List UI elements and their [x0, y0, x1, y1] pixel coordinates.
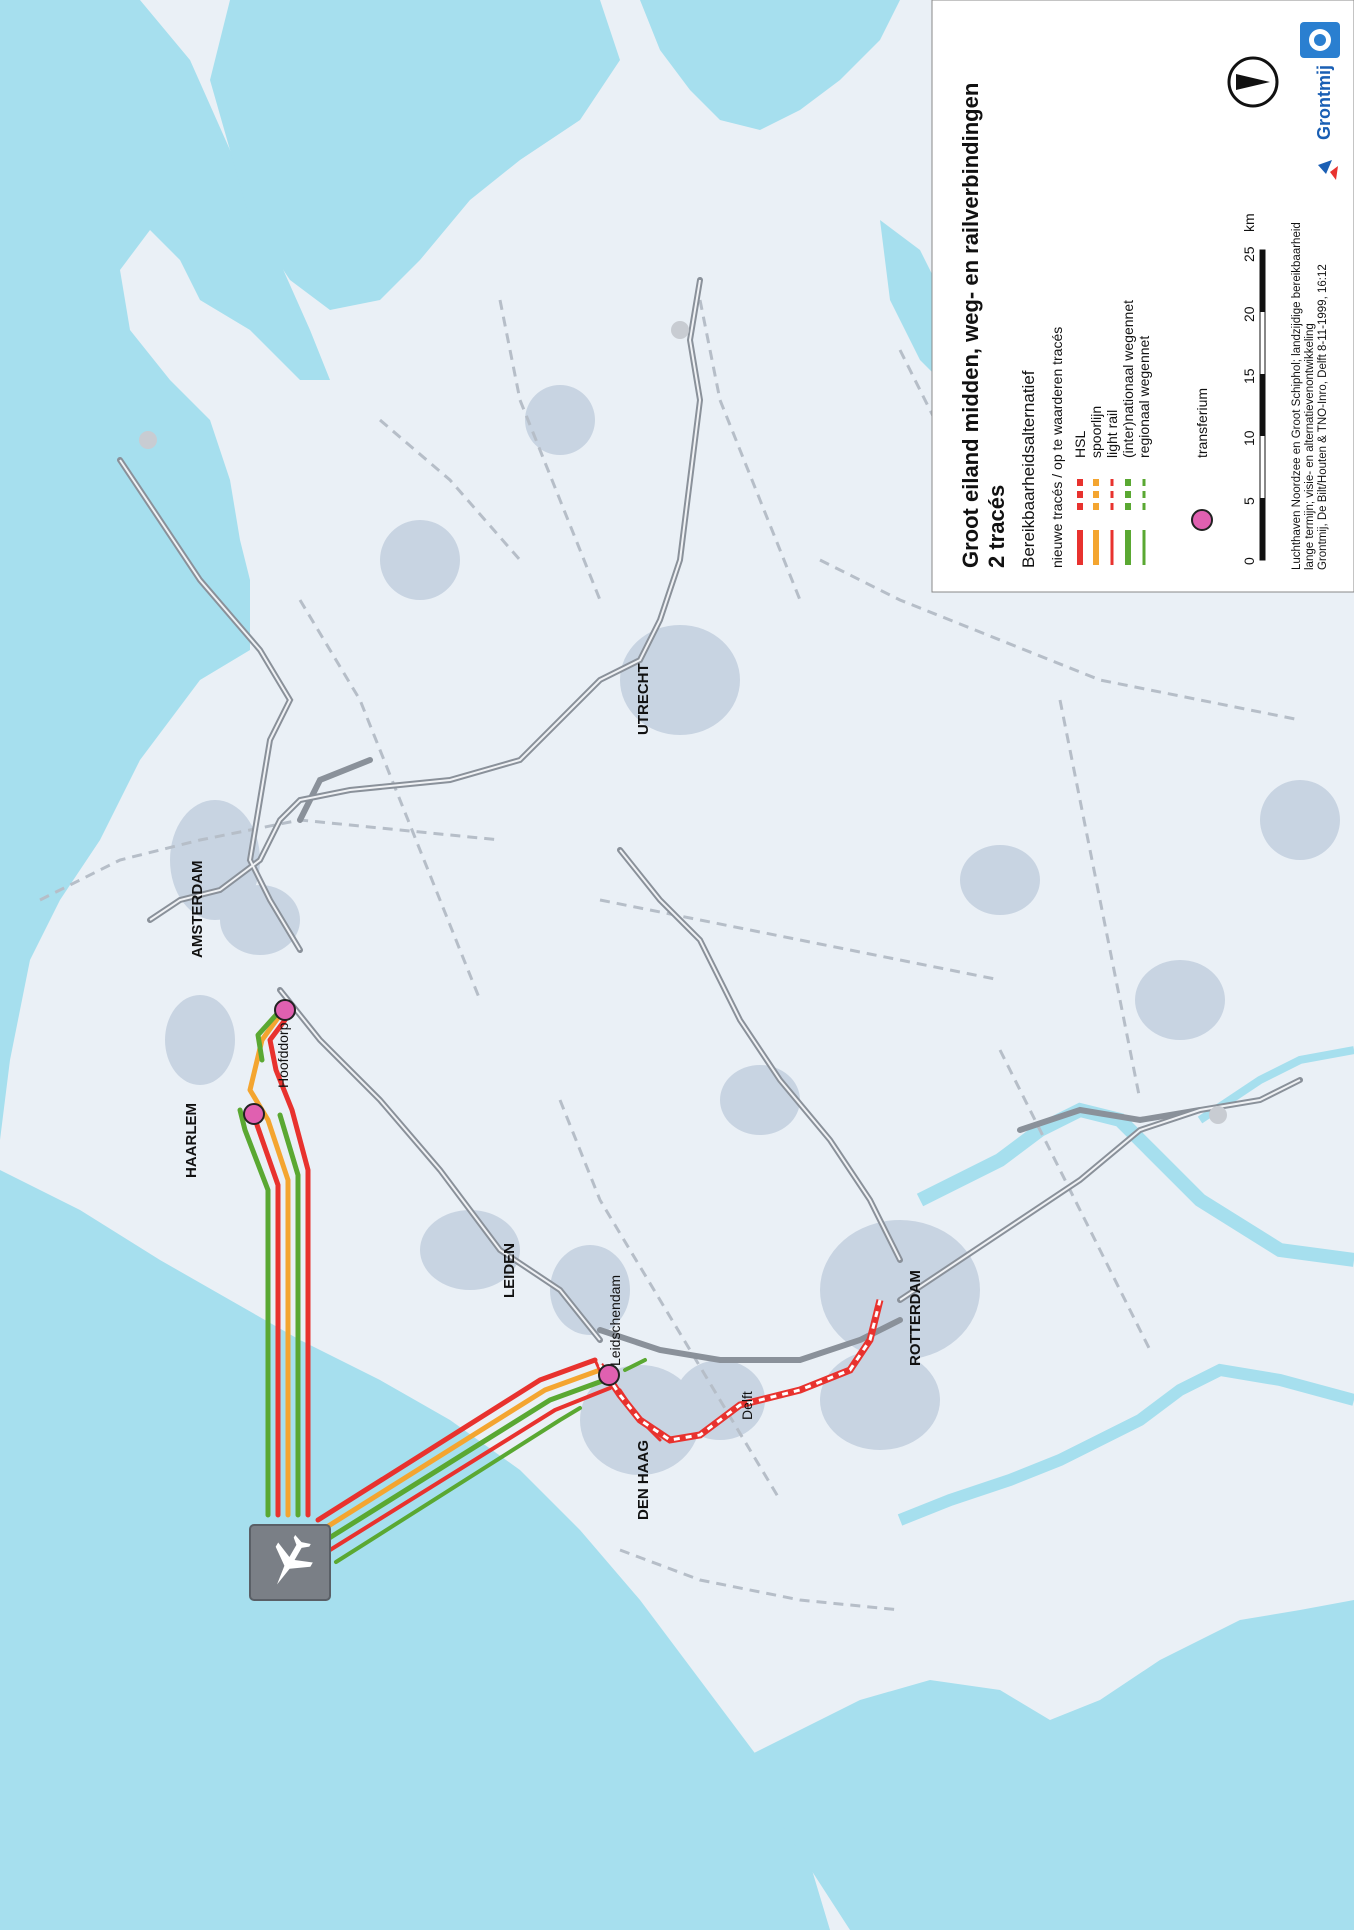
north-sea — [0, 1170, 830, 1930]
city-label-amsterdam: AMSTERDAM — [189, 861, 206, 959]
legend-title: Groot eiland midden, weg- en railverbind… — [958, 83, 983, 568]
node-east — [1209, 1106, 1227, 1124]
city-label-rotterdam: ROTTERDAM — [907, 1270, 924, 1366]
city-label-utrecht: UTRECHT — [635, 663, 652, 735]
lake-north — [640, 0, 900, 130]
node-utrecht-north — [671, 321, 689, 339]
brand-grontmij: Grontmij — [1314, 65, 1334, 140]
legend-swatches — [1077, 475, 1146, 565]
legend-alternative: Bereikbaarheidsalternatief — [1019, 370, 1038, 568]
city-label-den-haag: DEN HAAG — [635, 1440, 652, 1520]
node-north — [139, 431, 157, 449]
airport-island — [249, 1524, 331, 1601]
transferium-haarlem — [243, 1103, 265, 1125]
river-maas — [897, 1363, 1354, 1526]
scale-tick-0: 0 — [1241, 557, 1257, 565]
scale-unit: km — [1241, 213, 1257, 232]
legend-item-light-rail: light rail — [1104, 410, 1120, 458]
hsl-route-dash — [598, 1299, 882, 1442]
place-label-leidschendam: Leidschendam — [607, 1275, 623, 1366]
scale-tick-25: 25 — [1241, 246, 1257, 262]
legend-column-header: nieuwe tracés / op te waarderen tracés — [1049, 327, 1065, 568]
legend-subtitle: 2 tracés — [984, 485, 1009, 568]
scale-bar — [1259, 249, 1266, 561]
tno-logo-icon — [1300, 22, 1340, 58]
north-arrow-icon — [1227, 56, 1279, 108]
airplane-icon — [275, 1534, 313, 1585]
scale-tick-20: 20 — [1241, 306, 1257, 322]
legend-item-regional-roads: regionaal wegennet — [1136, 336, 1152, 458]
scale-tick-5: 5 — [1241, 497, 1257, 505]
scale-tick-10: 10 — [1241, 430, 1257, 446]
grontmij-logo-mark — [1318, 160, 1332, 174]
legend-transferium-icon — [1191, 509, 1213, 531]
grontmij-logo-mark-red — [1330, 166, 1338, 180]
legend-panel: Groot eiland midden, weg- en railverbind… — [931, 0, 1354, 593]
place-label-delft: Delft — [739, 1391, 755, 1420]
urban-areas — [165, 385, 1340, 1475]
city-label-haarlem: HAARLEM — [183, 1103, 200, 1178]
credit-line-1: Luchthaven Noordzee en Groot Schiphol; l… — [1291, 222, 1303, 570]
legend-item-spoorlijn: spoorlijn — [1088, 406, 1104, 458]
credit-line-2: lange termijn; visie- en alternatievenon… — [1304, 323, 1316, 570]
national-roads-inner — [119, 279, 1301, 1341]
transferium-leidschendam — [598, 1364, 620, 1386]
transferium-hoofddorp — [274, 999, 296, 1021]
legend-item-national-roads: (inter)nationaal wegennet — [1120, 300, 1136, 458]
transferium-markers — [139, 321, 1227, 1386]
city-label-leiden: LEIDEN — [501, 1243, 518, 1298]
place-label-hoofddorp: Hoofddorp — [275, 1022, 291, 1088]
credit-line-3: Grontmij, De Bilt/Houten & TNO-Inro, Del… — [1317, 264, 1329, 570]
delta-water — [740, 1600, 1354, 1930]
ijsselmeer — [210, 0, 620, 310]
legend-item-hsl: HSL — [1072, 431, 1088, 458]
north-sea-top — [0, 0, 330, 1140]
new-routes-north — [237, 1007, 311, 1518]
regional-roads — [39, 299, 1301, 1612]
legend-transferium-label: transferium — [1194, 388, 1210, 458]
scale-tick-15: 15 — [1241, 368, 1257, 384]
